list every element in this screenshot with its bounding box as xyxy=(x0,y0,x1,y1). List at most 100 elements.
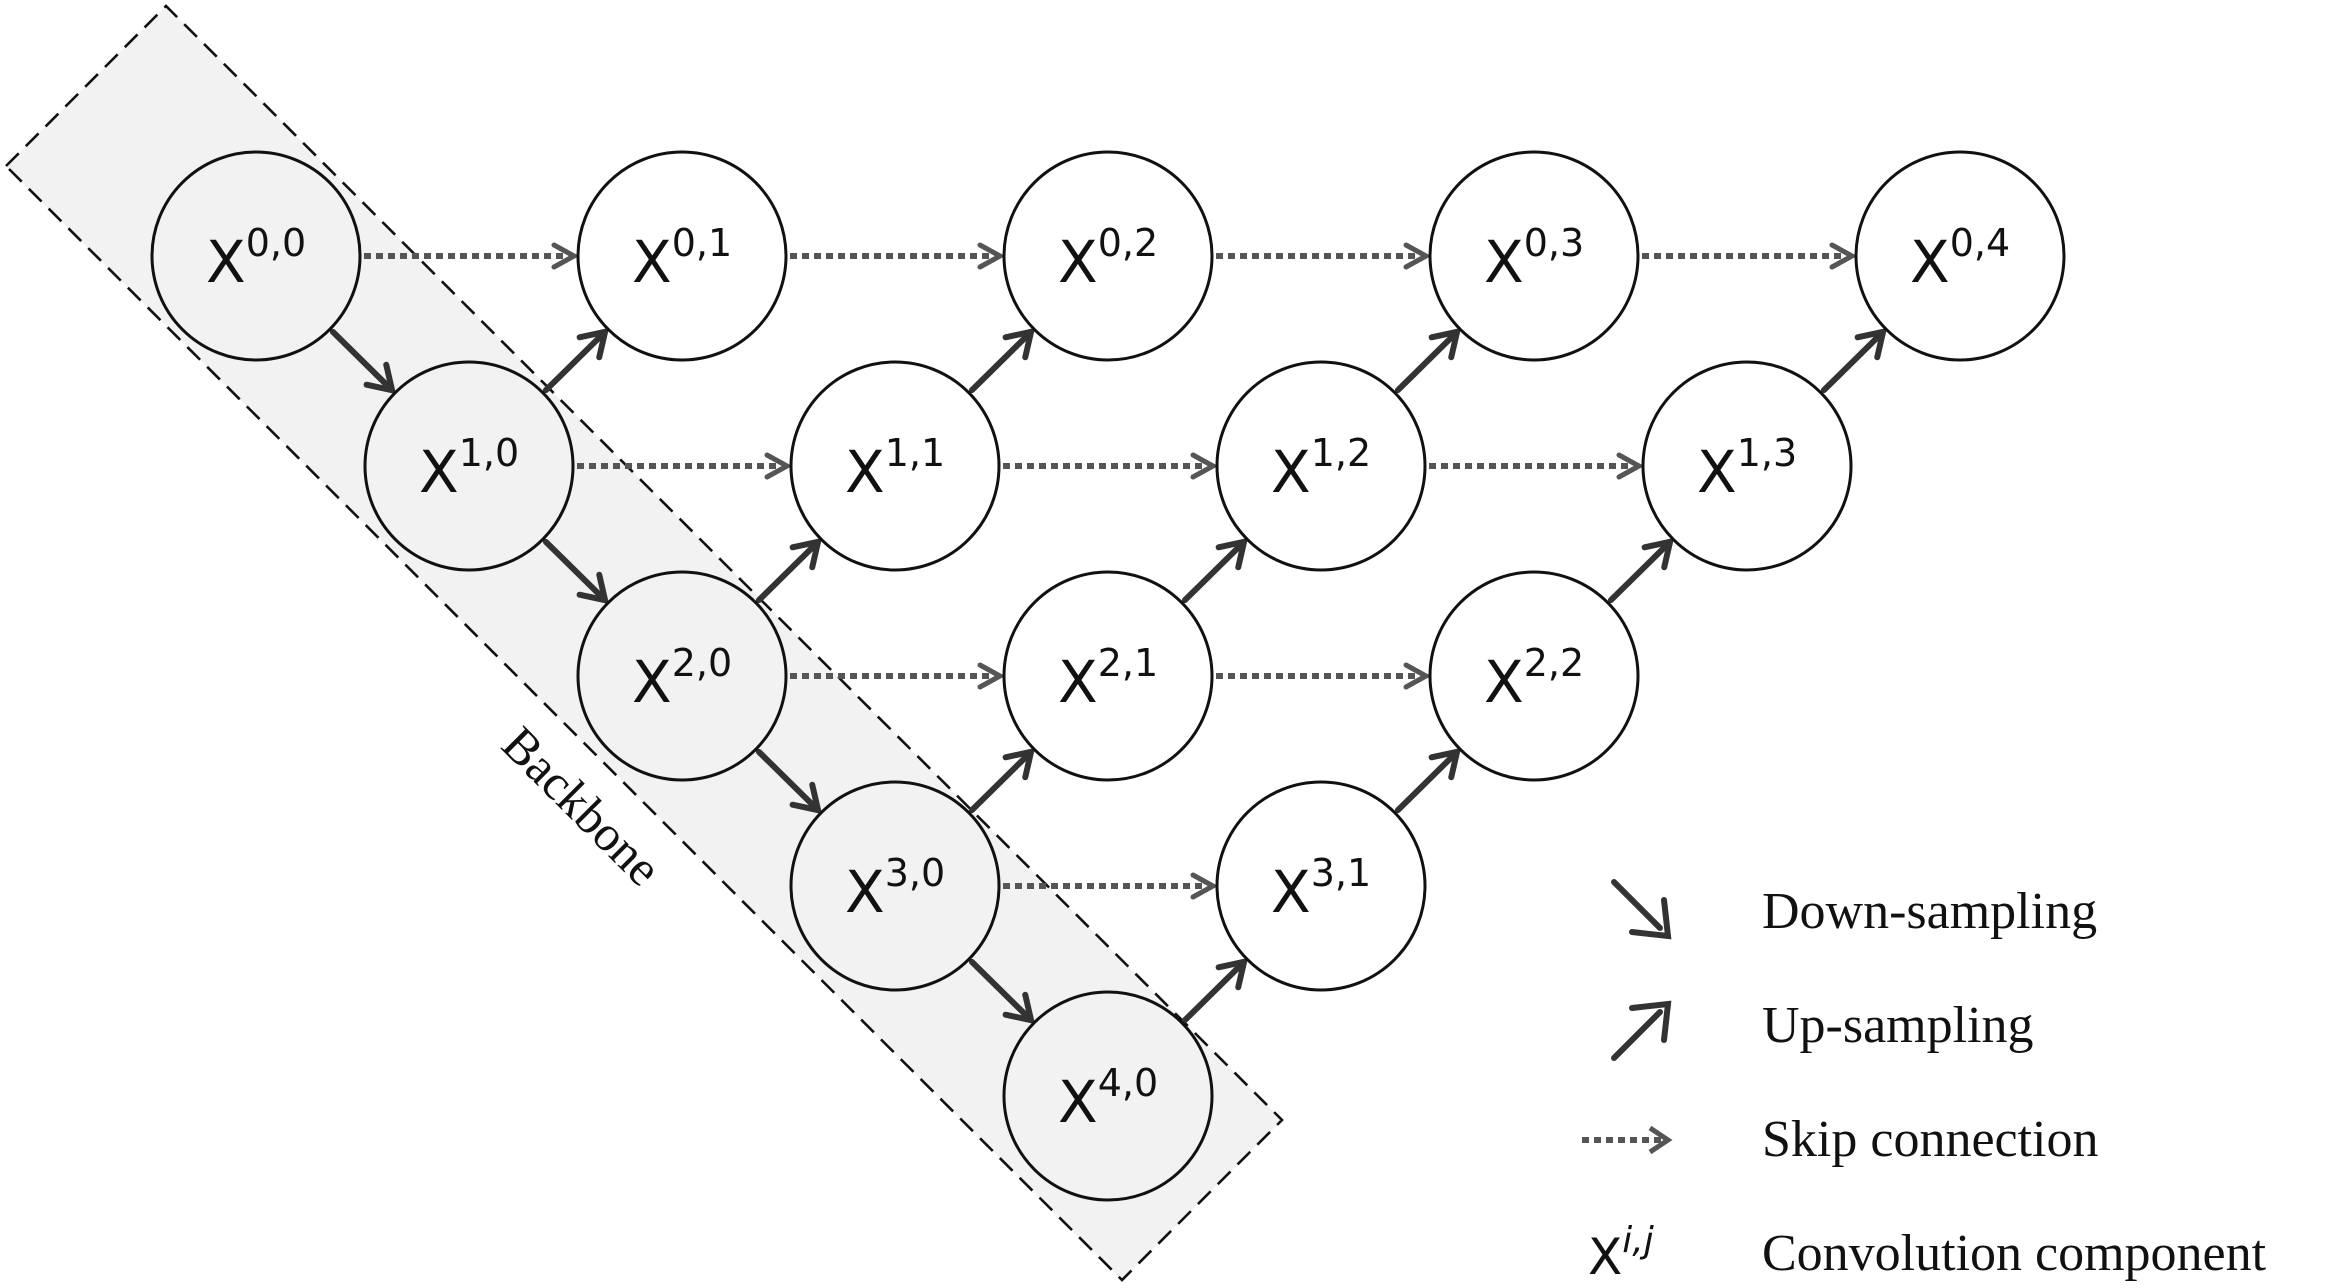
down-arrow-line xyxy=(968,958,1033,1022)
skip-arrowhead xyxy=(1616,452,1645,480)
down-arrow xyxy=(755,748,823,815)
node-circle xyxy=(1215,780,1427,992)
node-label: X3,1 xyxy=(1271,851,1371,926)
node-label-base: X xyxy=(1697,438,1737,506)
skip-arrowhead xyxy=(977,662,1006,690)
up-arrowhead xyxy=(1215,957,1249,991)
legend-down-sampling: Down-sampling xyxy=(1611,879,2097,940)
up-arrow xyxy=(542,327,610,394)
node-label-sup: 3,0 xyxy=(885,851,945,895)
up-arrowhead xyxy=(789,537,823,571)
skip-arrowhead xyxy=(1403,662,1432,690)
node-label: X3,0 xyxy=(845,851,945,926)
legend-conv-label: Convolution component xyxy=(1762,1225,2267,1282)
legend-conv-symbol: Xi,j xyxy=(1588,1220,1654,1286)
up-arrow xyxy=(1394,327,1462,394)
node-x-1-0: X1,0 xyxy=(363,360,575,572)
node-circle xyxy=(1002,570,1214,782)
skip-arrowhead xyxy=(1403,242,1432,270)
up-arrow xyxy=(968,327,1036,394)
node-label-sup: 1,0 xyxy=(459,431,519,475)
node-label: X0,4 xyxy=(1910,221,2010,296)
up-arrow xyxy=(755,537,823,604)
node-label-sup: 0,1 xyxy=(672,221,732,265)
node-label: X1,1 xyxy=(845,431,945,506)
skip-arrowhead xyxy=(1190,452,1219,480)
node-circle xyxy=(1215,360,1427,572)
node-label-base: X xyxy=(845,438,885,506)
skip-arrow xyxy=(1003,452,1219,480)
node-label-base: X xyxy=(419,438,459,506)
node-label-base: X xyxy=(1271,858,1311,926)
skip-arrowhead xyxy=(1829,242,1858,270)
node-circle xyxy=(1428,150,1640,362)
legend-conv-symbol-sup: i,j xyxy=(1622,1220,1653,1261)
node-circle xyxy=(789,780,1001,992)
node-x-1-2: X1,2 xyxy=(1215,360,1427,572)
legend-down-label: Down-sampling xyxy=(1762,883,2097,940)
down-arrowhead xyxy=(1002,991,1036,1025)
edges-layer xyxy=(329,242,1888,1025)
node-label-sup: 1,1 xyxy=(885,431,945,475)
node-x-4-0: X4,0 xyxy=(1002,990,1214,1202)
up-arrow xyxy=(1394,747,1462,814)
skip-arrowhead xyxy=(1190,872,1219,900)
node-label-base: X xyxy=(845,858,885,926)
node-x-2-0: X2,0 xyxy=(576,570,788,782)
node-x-0-3: X0,3 xyxy=(1428,150,1640,362)
node-label: X0,0 xyxy=(206,221,306,296)
up-arrow-line xyxy=(542,330,607,394)
node-circle xyxy=(576,150,788,362)
up-arrow-line xyxy=(1394,750,1459,814)
skip-arrow xyxy=(790,662,1006,690)
node-x-0-0: X0,0 xyxy=(150,150,362,362)
node-x-0-1: X0,1 xyxy=(576,150,788,362)
node-circle xyxy=(363,360,575,572)
node-label-base: X xyxy=(1058,228,1098,296)
down-arrow-line xyxy=(329,328,394,392)
up-arrow xyxy=(1181,957,1249,1024)
node-label: X2,0 xyxy=(632,641,732,716)
node-label: X1,2 xyxy=(1271,431,1371,506)
skip-arrow xyxy=(1429,452,1645,480)
up-arrowhead xyxy=(576,327,610,361)
skip-arrow xyxy=(364,242,580,270)
node-label-base: X xyxy=(632,228,672,296)
node-label: X0,3 xyxy=(1484,221,1584,296)
legend: Down-sampling Up-sampling Skip connectio… xyxy=(1582,879,2267,1286)
node-label: X0,1 xyxy=(632,221,732,296)
skip-arrow xyxy=(790,242,1006,270)
skip-arrow xyxy=(1216,242,1432,270)
node-label: X1,3 xyxy=(1697,431,1797,506)
node-circle xyxy=(1002,150,1214,362)
down-arrow-line xyxy=(755,748,820,812)
node-label-base: X xyxy=(206,228,246,296)
node-x-0-4: X0,4 xyxy=(1854,150,2066,362)
legend-up-label: Up-sampling xyxy=(1762,997,2034,1054)
down-arrow-line xyxy=(542,538,607,602)
node-x-2-2: X2,2 xyxy=(1428,570,1640,782)
up-arrowhead xyxy=(1641,537,1675,571)
up-arrowhead xyxy=(1215,537,1249,571)
node-label-sup: 0,3 xyxy=(1524,221,1584,265)
legend-conv-symbol-base: X xyxy=(1588,1228,1622,1286)
node-label-base: X xyxy=(1058,1068,1098,1136)
down-arrow xyxy=(968,958,1036,1025)
skip-arrowhead xyxy=(764,452,793,480)
up-arrow-line xyxy=(968,750,1033,814)
up-arrow-icon xyxy=(1611,1000,1672,1061)
up-arrow-line xyxy=(968,330,1033,394)
up-arrow-line xyxy=(1181,960,1246,1024)
up-arrow-line xyxy=(755,540,820,604)
node-circle xyxy=(1641,360,1853,572)
legend-skip-label: Skip connection xyxy=(1762,1111,2099,1168)
node-label-base: X xyxy=(1271,438,1311,506)
node-label: X1,0 xyxy=(419,431,519,506)
up-arrowhead xyxy=(1428,747,1462,781)
node-x-1-1: X1,1 xyxy=(789,360,1001,572)
up-arrow xyxy=(1820,327,1888,394)
node-circle xyxy=(150,150,362,362)
up-arrow-line xyxy=(1181,540,1246,604)
down-arrowhead xyxy=(363,361,397,395)
skip-arrow-icon xyxy=(1582,1125,1673,1155)
